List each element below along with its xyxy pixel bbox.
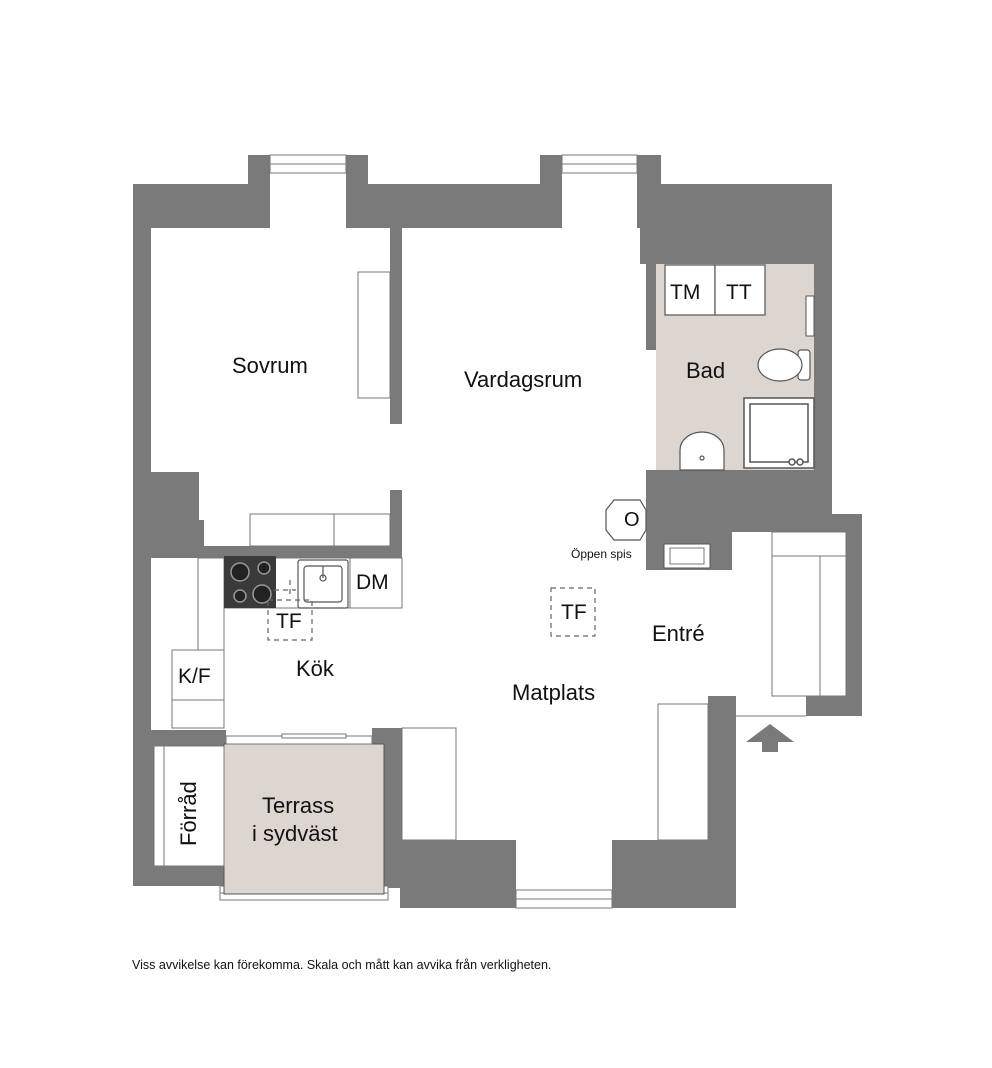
fireplace [605,499,647,541]
laundry-units [664,264,766,316]
room-label-forrad: Förråd [176,781,201,846]
terrace-floor [223,743,385,895]
fridge-freezer-label: K/F [178,665,211,688]
dryer-label: TT [726,281,752,304]
fireplace-symbol: O [624,509,640,531]
tf-boxes [267,580,596,641]
washer-label: TM [670,281,701,304]
room-label-vardagsrum: Vardagsrum [464,367,583,392]
entry-closet [771,531,847,697]
tf-dining-label: TF [561,601,587,624]
walls [133,155,862,908]
room-label-matplats: Matplats [512,680,596,705]
kitchen-sink [297,559,349,609]
tf-kitchen-label: TF [276,610,302,633]
toilet [757,348,811,382]
entry-arrow [746,724,794,752]
dishwasher-box [349,557,403,609]
room-label-terrass: Terrass [262,793,335,818]
room-label-kok: Kök [296,656,334,681]
bath-sink [679,431,725,471]
dishwasher-label: DM [356,571,389,594]
fireplace-label: Öppen spis [571,547,632,561]
shower [743,397,815,469]
room-label-sovrum: Sovrum [232,353,308,378]
wardrobe [249,271,391,547]
stove [224,556,276,608]
dining-wardrobes [401,703,709,841]
room-label-terrass-sub: i sydväst [252,821,338,846]
storage [153,745,225,867]
disclaimer-text: Viss avvikelse kan förekomma. Skala och … [132,958,552,972]
room-label-entre: Entré [652,621,705,646]
room-label-bad: Bad [686,358,726,383]
